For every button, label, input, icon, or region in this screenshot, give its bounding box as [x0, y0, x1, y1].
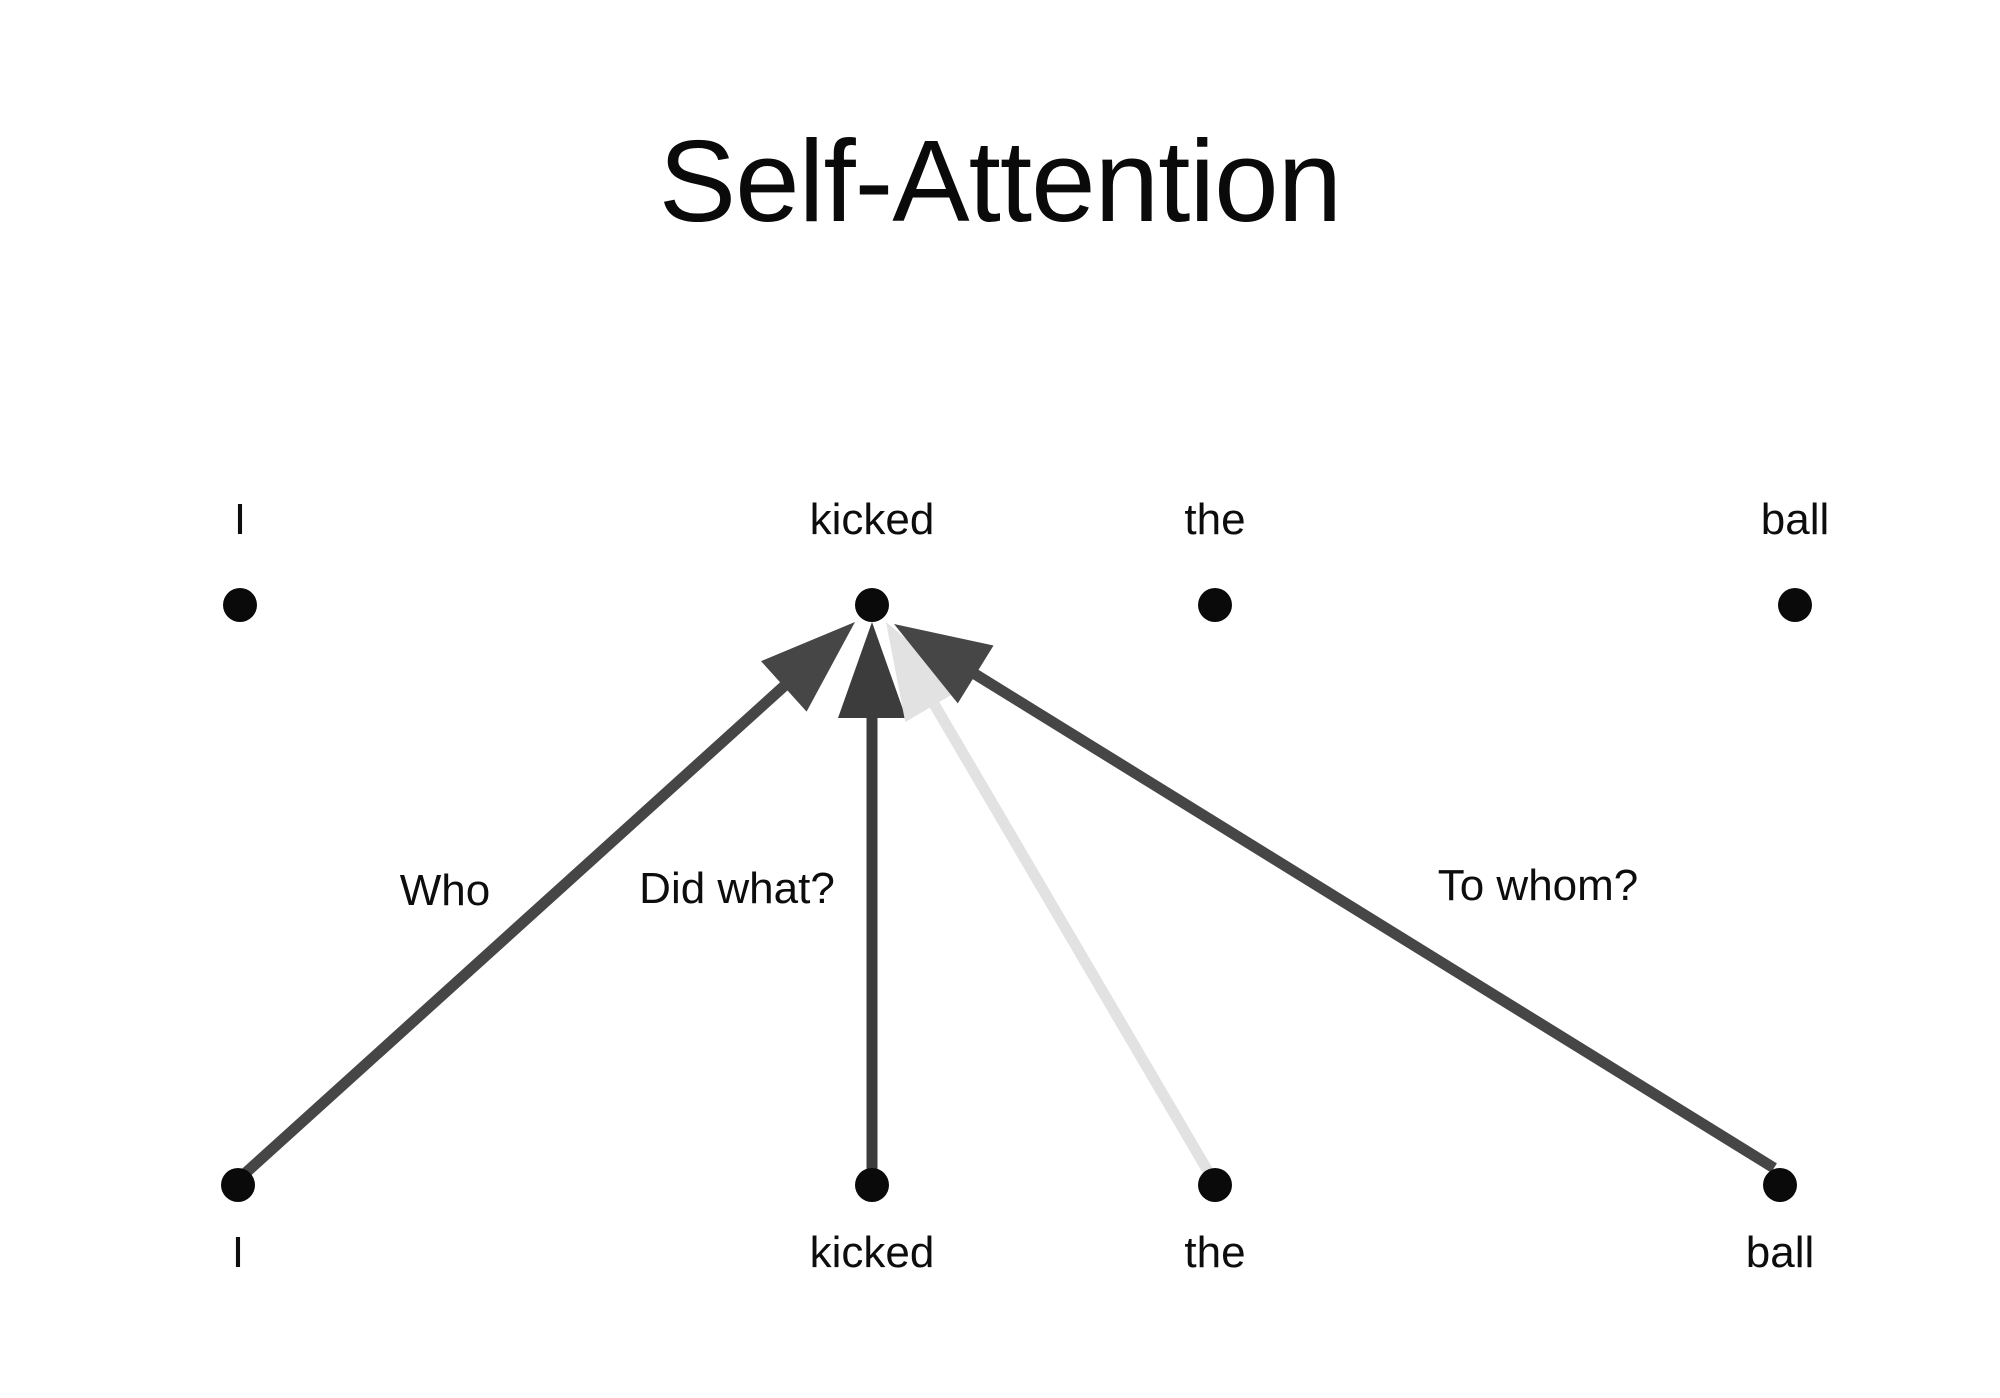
edge-label-who: Who — [399, 866, 491, 915]
node-bot-kicked[interactable] — [855, 1168, 889, 1202]
node-top-i[interactable] — [223, 588, 257, 622]
edge-bot-ball-to-top-kicked[interactable] — [894, 624, 1777, 1173]
node-bot-the[interactable] — [1198, 1168, 1232, 1202]
edge-label-to-whom: To whom? — [1437, 861, 1639, 910]
page-title: Self-Attention — [658, 116, 1342, 246]
edge-shaft — [923, 690, 1217, 1181]
bottom-word-label-i: I — [231, 1228, 245, 1277]
edge-bot-kicked-to-top-kicked[interactable] — [838, 622, 906, 1172]
node-top-ball[interactable] — [1778, 588, 1812, 622]
nodes-group — [221, 588, 1812, 1202]
top-word-label-ball: ball — [1760, 495, 1830, 544]
edge-arrowhead — [894, 624, 994, 704]
node-bot-i[interactable] — [221, 1168, 255, 1202]
bottom-word-label-kicked: kicked — [809, 1228, 935, 1277]
edge-arrowhead — [838, 622, 906, 718]
edge-arrowhead — [886, 622, 964, 723]
edge-shaft — [961, 662, 1777, 1173]
edge-bot-the-to-top-kicked[interactable] — [886, 622, 1217, 1181]
bottom-word-label-the: the — [1184, 1228, 1246, 1277]
node-top-the[interactable] — [1198, 588, 1232, 622]
top-word-label-kicked: kicked — [809, 495, 935, 544]
node-bot-ball[interactable] — [1763, 1168, 1797, 1202]
edge-bot-i-to-top-kicked[interactable] — [236, 622, 855, 1183]
edge-label-did-what: Did what? — [639, 864, 835, 913]
top-word-label-the: the — [1184, 495, 1246, 544]
edge-shaft — [236, 673, 798, 1183]
bottom-word-label-ball: ball — [1745, 1228, 1815, 1277]
edge-arrowhead — [760, 622, 855, 712]
edges-group — [236, 622, 1777, 1183]
top-word-label-i: I — [233, 495, 247, 544]
node-top-kicked[interactable] — [855, 588, 889, 622]
